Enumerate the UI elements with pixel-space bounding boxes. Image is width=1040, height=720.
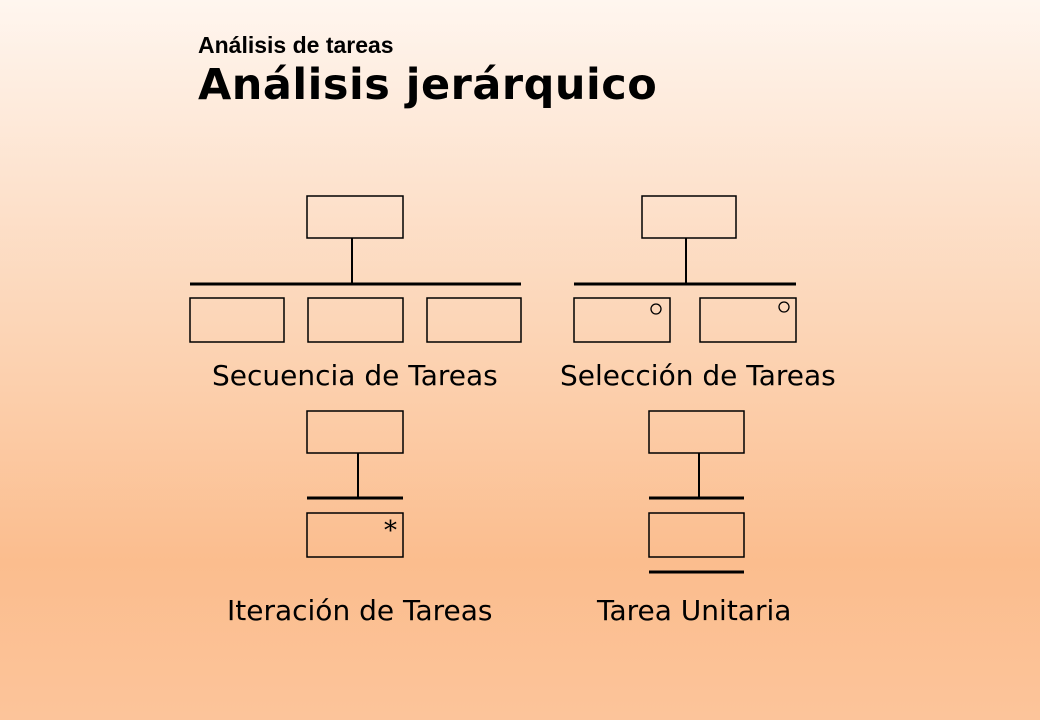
iteration-child-box	[306, 512, 404, 558]
unit-child-box	[648, 512, 745, 558]
sequence-diagram: Secuencia de Tareas	[189, 195, 522, 392]
sequence-child-box-1	[189, 297, 285, 343]
iteration-diagram: * Iteración de Tareas	[227, 410, 492, 627]
unit-caption: Tarea Unitaria	[596, 594, 791, 627]
selection-child-box-1	[573, 297, 671, 343]
slide-title: Análisis de tareas Análisis jerárquico	[198, 30, 657, 110]
sequence-parent-box	[306, 195, 404, 239]
selection-diagram: Selección de Tareas	[560, 195, 836, 392]
unit-diagram: Tarea Unitaria	[596, 410, 791, 627]
selection-parent-box	[641, 195, 737, 239]
iteration-caption: Iteración de Tareas	[227, 594, 492, 627]
slide-main-title: Análisis jerárquico	[198, 60, 658, 110]
slide-subtitle: Análisis de tareas	[198, 32, 394, 58]
selection-marker-1	[650, 303, 662, 315]
unit-parent-box	[648, 410, 745, 454]
sequence-caption: Secuencia de Tareas	[212, 359, 498, 392]
selection-child-box-2	[699, 297, 797, 343]
sequence-child-box-3	[426, 297, 522, 343]
iteration-parent-box	[306, 410, 404, 454]
selection-caption: Selección de Tareas	[560, 359, 836, 392]
iteration-marker: *	[384, 516, 397, 546]
sequence-child-box-2	[307, 297, 404, 343]
selection-marker-2	[778, 301, 790, 313]
